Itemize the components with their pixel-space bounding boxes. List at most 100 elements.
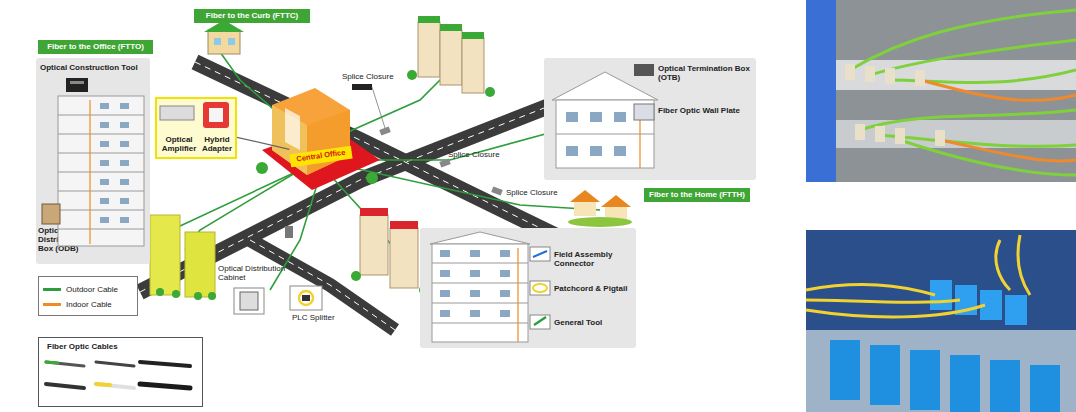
node-title: Fiber to the Curb (FTTC) xyxy=(206,11,298,20)
illustration-part xyxy=(302,295,310,301)
section-banner: Fiber to the Home (FTTH) xyxy=(644,188,750,202)
illustration-part xyxy=(462,38,484,93)
illustration-part xyxy=(439,158,450,167)
illustration-part xyxy=(120,160,129,166)
illustration-part xyxy=(850,10,1076,175)
illustration-part xyxy=(530,247,550,261)
illustration-part xyxy=(42,204,60,224)
illustration-part xyxy=(432,283,528,284)
illustration-part xyxy=(345,130,560,160)
illustration-part xyxy=(156,288,164,296)
illustration-part xyxy=(534,317,546,325)
apartment-blocks-red xyxy=(351,208,429,295)
illustration-part xyxy=(352,84,372,90)
illustration-part xyxy=(639,106,640,168)
illustration-part xyxy=(185,232,215,297)
legend-row: Outdoor Cable xyxy=(43,283,118,295)
illustration-part xyxy=(1018,235,1030,295)
home-section xyxy=(552,64,658,168)
curb-house xyxy=(204,20,244,54)
illustration-part xyxy=(100,198,109,204)
illustration-part xyxy=(910,350,940,410)
illustration-part xyxy=(574,200,596,216)
illustration-part xyxy=(500,310,510,317)
node-text: Patchcord & Pigtail xyxy=(554,284,634,293)
illustration-part xyxy=(552,72,658,100)
illustration-part xyxy=(96,362,134,366)
illustration-part xyxy=(566,112,578,122)
node-title: Optical Amplifier xyxy=(159,135,199,153)
amplifier-adapter-icons xyxy=(160,102,229,128)
illustration-part xyxy=(470,270,480,277)
illustration-part xyxy=(120,179,129,185)
illustration-part xyxy=(860,110,1076,130)
illustration-part xyxy=(120,141,129,147)
ftth-houses xyxy=(568,190,632,227)
office-building-section xyxy=(42,78,144,246)
illustration-part xyxy=(806,120,1076,148)
illustration-part xyxy=(517,248,518,342)
illustration-part xyxy=(234,288,264,314)
illustration-part xyxy=(865,66,875,82)
illustration-part xyxy=(140,384,190,388)
illustration-part xyxy=(100,103,109,109)
illustration-part xyxy=(432,323,528,324)
legend-swatch xyxy=(43,288,61,291)
illustration-part xyxy=(440,30,462,85)
node-title: Field Assembly Connector xyxy=(554,250,634,268)
office-panel: Optical Construction ToolOptical Distrib… xyxy=(36,58,150,264)
illustration-part xyxy=(209,108,223,122)
office-towers xyxy=(150,215,216,300)
illustration-part xyxy=(100,122,109,128)
illustration-part xyxy=(470,310,480,317)
illustration-part xyxy=(440,310,450,317)
legend-text: Indoor Cable xyxy=(66,300,112,309)
illustration-part xyxy=(100,160,109,166)
illustration-part xyxy=(194,292,202,300)
illustration-part xyxy=(390,228,418,288)
part-label: Splice Closure xyxy=(506,188,576,197)
illustration-part xyxy=(556,134,654,135)
illustration-part xyxy=(120,217,129,223)
illustration-part xyxy=(830,340,1060,412)
illustration-part xyxy=(990,360,1020,412)
cable-samples xyxy=(46,362,190,388)
illustration-part xyxy=(806,0,1076,182)
illustration-part xyxy=(100,103,129,223)
node-title: Fiber to the Office (FTTO) xyxy=(47,42,144,51)
illustration-part xyxy=(46,384,84,388)
illustration-part xyxy=(208,292,216,300)
section-banner: Fiber to the Curb (FTTC) xyxy=(194,9,310,23)
illustration-part xyxy=(172,290,180,298)
illustration-part xyxy=(290,286,322,310)
illustration-part xyxy=(360,215,388,275)
apartment-section xyxy=(430,232,550,342)
illustration-part xyxy=(940,140,1076,161)
illustration-part xyxy=(530,281,550,295)
illustration-part xyxy=(920,80,1076,161)
illustration-part xyxy=(58,115,144,116)
legend-box: Outdoor CableIndoor Cable xyxy=(38,276,138,316)
illustration-part xyxy=(96,384,110,385)
illustration-part xyxy=(432,263,528,264)
node-title: Fiber to the Home (FTTH) xyxy=(649,190,745,199)
illustration-part xyxy=(432,263,528,323)
node-title: Optical Termination Box (OTB) xyxy=(658,64,752,82)
illustration-part xyxy=(307,110,350,175)
illustration-part xyxy=(432,244,528,342)
illustration-part xyxy=(390,221,418,229)
illustration-part xyxy=(351,271,361,281)
illustration-part xyxy=(634,104,654,120)
illustration-part xyxy=(285,226,293,238)
illustration-part xyxy=(58,210,144,211)
illustration-part xyxy=(500,250,510,257)
illustration-part xyxy=(70,81,84,84)
illustration-part xyxy=(360,208,388,216)
illustration-part xyxy=(566,112,626,156)
illustration-part xyxy=(845,64,855,80)
illustration-part xyxy=(432,303,528,304)
callout-connector xyxy=(237,137,289,149)
illustration-part xyxy=(870,40,1076,75)
illustration-part xyxy=(240,292,258,310)
illustration-part xyxy=(1030,365,1060,412)
